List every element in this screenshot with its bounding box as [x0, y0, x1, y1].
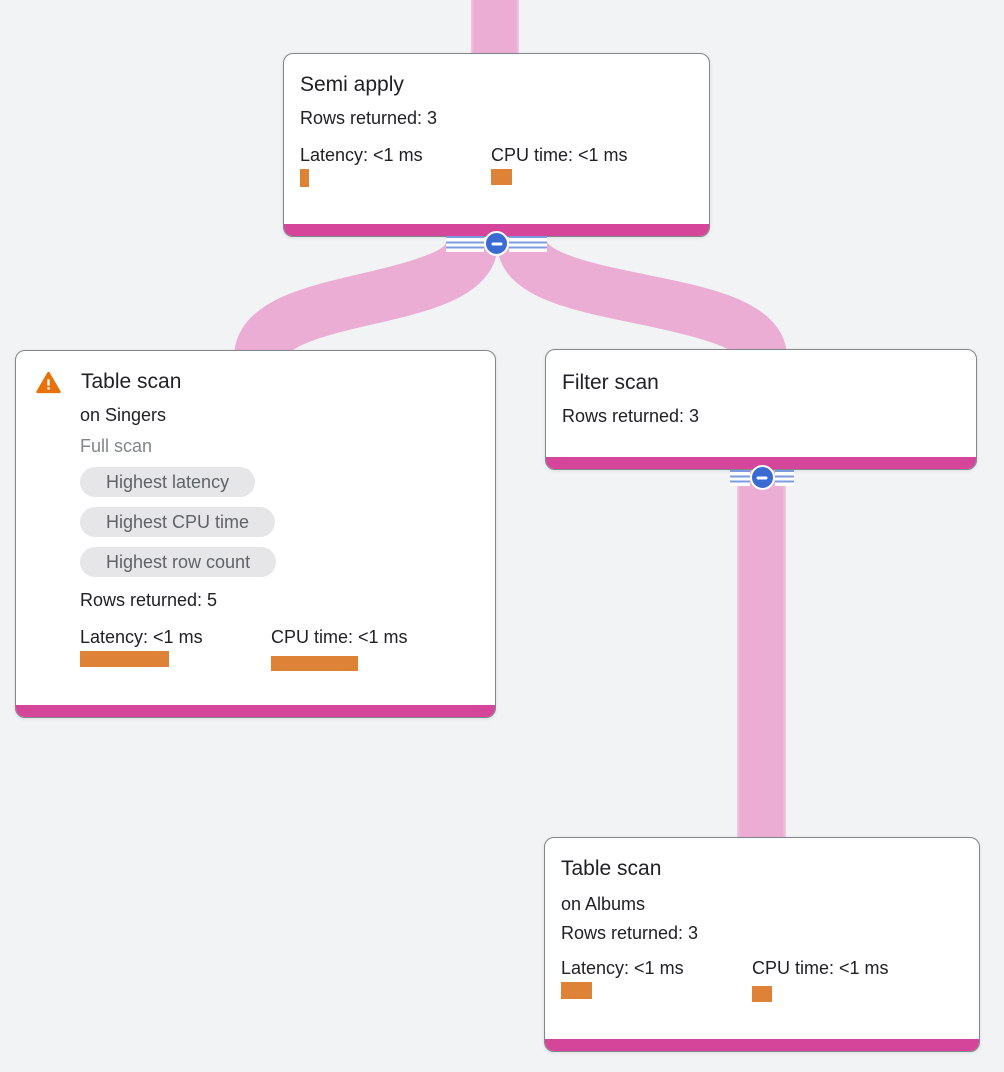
node-accent-bar [284, 224, 709, 236]
rows-returned: Rows returned: 5 [80, 590, 218, 610]
node-title: Semi apply [300, 73, 404, 96]
node-subtitle: on Singers [80, 405, 167, 425]
latency-label: Latency: <1 ms [80, 627, 203, 647]
node-title: Filter scan [562, 371, 659, 394]
node-accent-bar [546, 457, 976, 469]
rows-returned: Rows returned: 3 [300, 108, 438, 128]
cpu-time-bar [271, 656, 358, 671]
edge-filter-scan-to-table-scan-albums [737, 468, 786, 839]
node-semi-apply[interactable]: Semi apply Rows returned: 3 Latency: <1 … [283, 53, 710, 237]
latency-metric: Latency: <1 ms [80, 626, 271, 671]
node-title: Table scan [561, 857, 662, 880]
latency-label: Latency: <1 ms [561, 958, 684, 978]
edge-parent-to-semi-apply [471, 0, 519, 56]
node-filter-scan[interactable]: Filter scan Rows returned: 3 [545, 349, 977, 470]
badge-highest-latency: Highest latency [80, 467, 256, 497]
node-accent-bar [16, 705, 495, 717]
cpu-time-label: CPU time: <1 ms [271, 627, 408, 647]
cpu-metric: CPU time: <1 ms [752, 957, 943, 1002]
latency-bar [561, 982, 592, 999]
badge-highest-cpu-time: Highest CPU time [80, 507, 276, 537]
cpu-time-bar [752, 986, 772, 1002]
rows-returned: Rows returned: 3 [561, 923, 699, 943]
latency-metric: Latency: <1 ms [561, 957, 752, 1002]
rows-returned: Rows returned: 3 [562, 406, 700, 426]
collapse-stripe-left [730, 469, 750, 486]
cpu-metric: CPU time: <1 ms [271, 626, 462, 671]
cpu-time-label: CPU time: <1 ms [752, 958, 889, 978]
collapse-stripe-left [446, 235, 484, 252]
badge-highest-row-count: Highest row count [80, 547, 277, 577]
collapse-semi-apply-button[interactable] [446, 231, 547, 256]
node-title: Table scan [81, 370, 182, 393]
latency-bar [300, 169, 309, 187]
edge-semi-apply-to-table-scan-singers [234, 237, 498, 363]
collapse-circle-icon[interactable] [484, 231, 509, 256]
scan-type: Full scan [80, 436, 153, 456]
latency-label: Latency: <1 ms [300, 145, 423, 165]
node-accent-bar [545, 1039, 979, 1051]
edge-semi-apply-to-filter-scan [497, 237, 787, 363]
collapse-filter-scan-button[interactable] [730, 465, 794, 490]
node-table-scan-albums[interactable]: Table scan on Albums Rows returned: 3 La… [544, 837, 980, 1052]
latency-metric: Latency: <1 ms [300, 144, 491, 187]
collapse-stripe-right [509, 235, 547, 252]
cpu-metric: CPU time: <1 ms [491, 144, 682, 187]
warning-icon [36, 371, 61, 393]
node-subtitle: on Albums [561, 894, 646, 914]
node-table-scan-singers[interactable]: Table scan on Singers Full scan Highest … [15, 350, 496, 718]
minus-icon [491, 242, 502, 245]
cpu-time-bar [491, 169, 512, 185]
cpu-time-label: CPU time: <1 ms [491, 145, 628, 165]
minus-icon [756, 476, 768, 479]
latency-bar [80, 651, 169, 667]
collapse-stripe-right [774, 469, 794, 486]
badge-list: Highest latency Highest CPU time Highest… [80, 457, 479, 577]
collapse-circle-icon[interactable] [749, 465, 775, 490]
